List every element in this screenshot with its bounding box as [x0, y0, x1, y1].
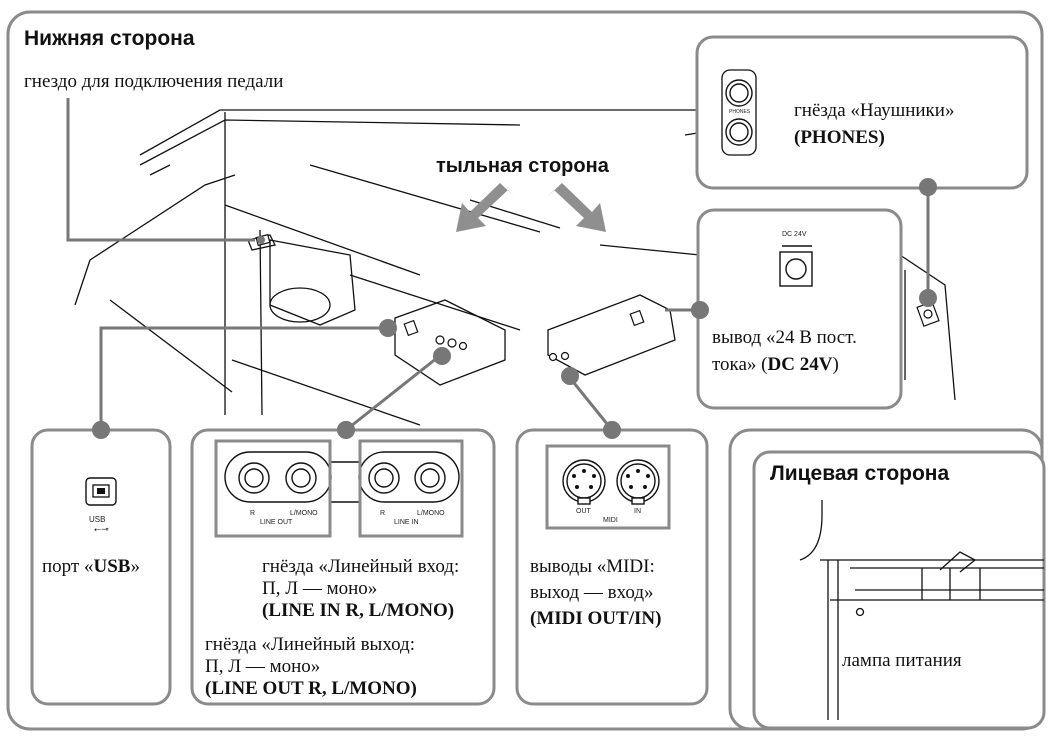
usb-symbol-icon: ⭠⊸: [94, 524, 109, 534]
dc-box: [696, 208, 903, 410]
rear-side-label: тыльная сторона: [436, 155, 609, 177]
usb-label: порт «USB»: [42, 556, 140, 577]
line-in-label-line1: гнёзда «Линейный вход:: [262, 556, 460, 577]
arrow-right: [548, 183, 606, 232]
callout-boxes: [30, 35, 1046, 731]
bottom-side-title: Нижняя сторона: [24, 27, 195, 50]
midi-in-marking: IN: [634, 508, 641, 515]
phones-label: гнёзда «Наушники»: [794, 100, 955, 121]
piano-front-drawing: [799, 500, 1044, 720]
dc-code: DC 24V: [767, 354, 833, 375]
power-lamp-label: лампа питания: [842, 650, 962, 671]
line-out-r-marking: R: [250, 510, 256, 517]
front-side-title: Лицевая сторона: [770, 462, 950, 485]
midi-jacks: [545, 444, 671, 530]
usb-jack-marking: USB: [89, 515, 106, 524]
midi-code: (MIDI OUT/IN): [530, 608, 662, 629]
midi-out-marking: OUT: [576, 508, 591, 515]
line-in-code: (LINE IN R, L/MONO): [262, 600, 455, 621]
line-out-label-line1: гнёзда «Линейный выход:: [205, 634, 415, 655]
arrow-left: [456, 183, 514, 232]
usb-port: [85, 477, 117, 506]
line-in-label-line2: П, Л — моно»: [262, 578, 378, 599]
line-in-group-marking: LINE IN: [394, 519, 419, 526]
dc-jack: [779, 245, 813, 287]
line-jacks: [224, 451, 460, 503]
dc-jack-marking: DC 24V: [782, 231, 807, 238]
pedal-jack-label: гнездо для подключения педали: [24, 71, 284, 92]
phones-jacks: [721, 69, 757, 156]
usb-code: USB: [93, 556, 131, 577]
rear-side-arrows: [456, 183, 606, 232]
line-brackets: [214, 439, 464, 538]
dc-label-line1: вывод «24 В пост.: [712, 327, 857, 348]
line-out-group-marking: LINE OUT: [260, 519, 293, 526]
phones-jack-marking: PHONES: [729, 109, 751, 115]
line-in-l-marking: L/MONO: [417, 510, 445, 517]
midi-label-line1: выводы «MIDI:: [530, 556, 655, 577]
dc-label-line2: тока» (DC 24V): [712, 354, 839, 375]
midi-group-marking: MIDI: [603, 517, 618, 524]
line-in-r-marking: R: [380, 510, 386, 517]
midi-label-line2: выход — вход»: [530, 582, 654, 603]
line-out-l-marking: L/MONO: [290, 510, 318, 517]
line-out-code: (LINE OUT R, L/MONO): [205, 678, 417, 699]
phones-code: (PHONES): [794, 127, 885, 148]
line-out-label-line2: П, Л — моно»: [205, 656, 321, 677]
bottom-side-frame: [6, 10, 1044, 731]
phones-box: [695, 35, 1029, 190]
